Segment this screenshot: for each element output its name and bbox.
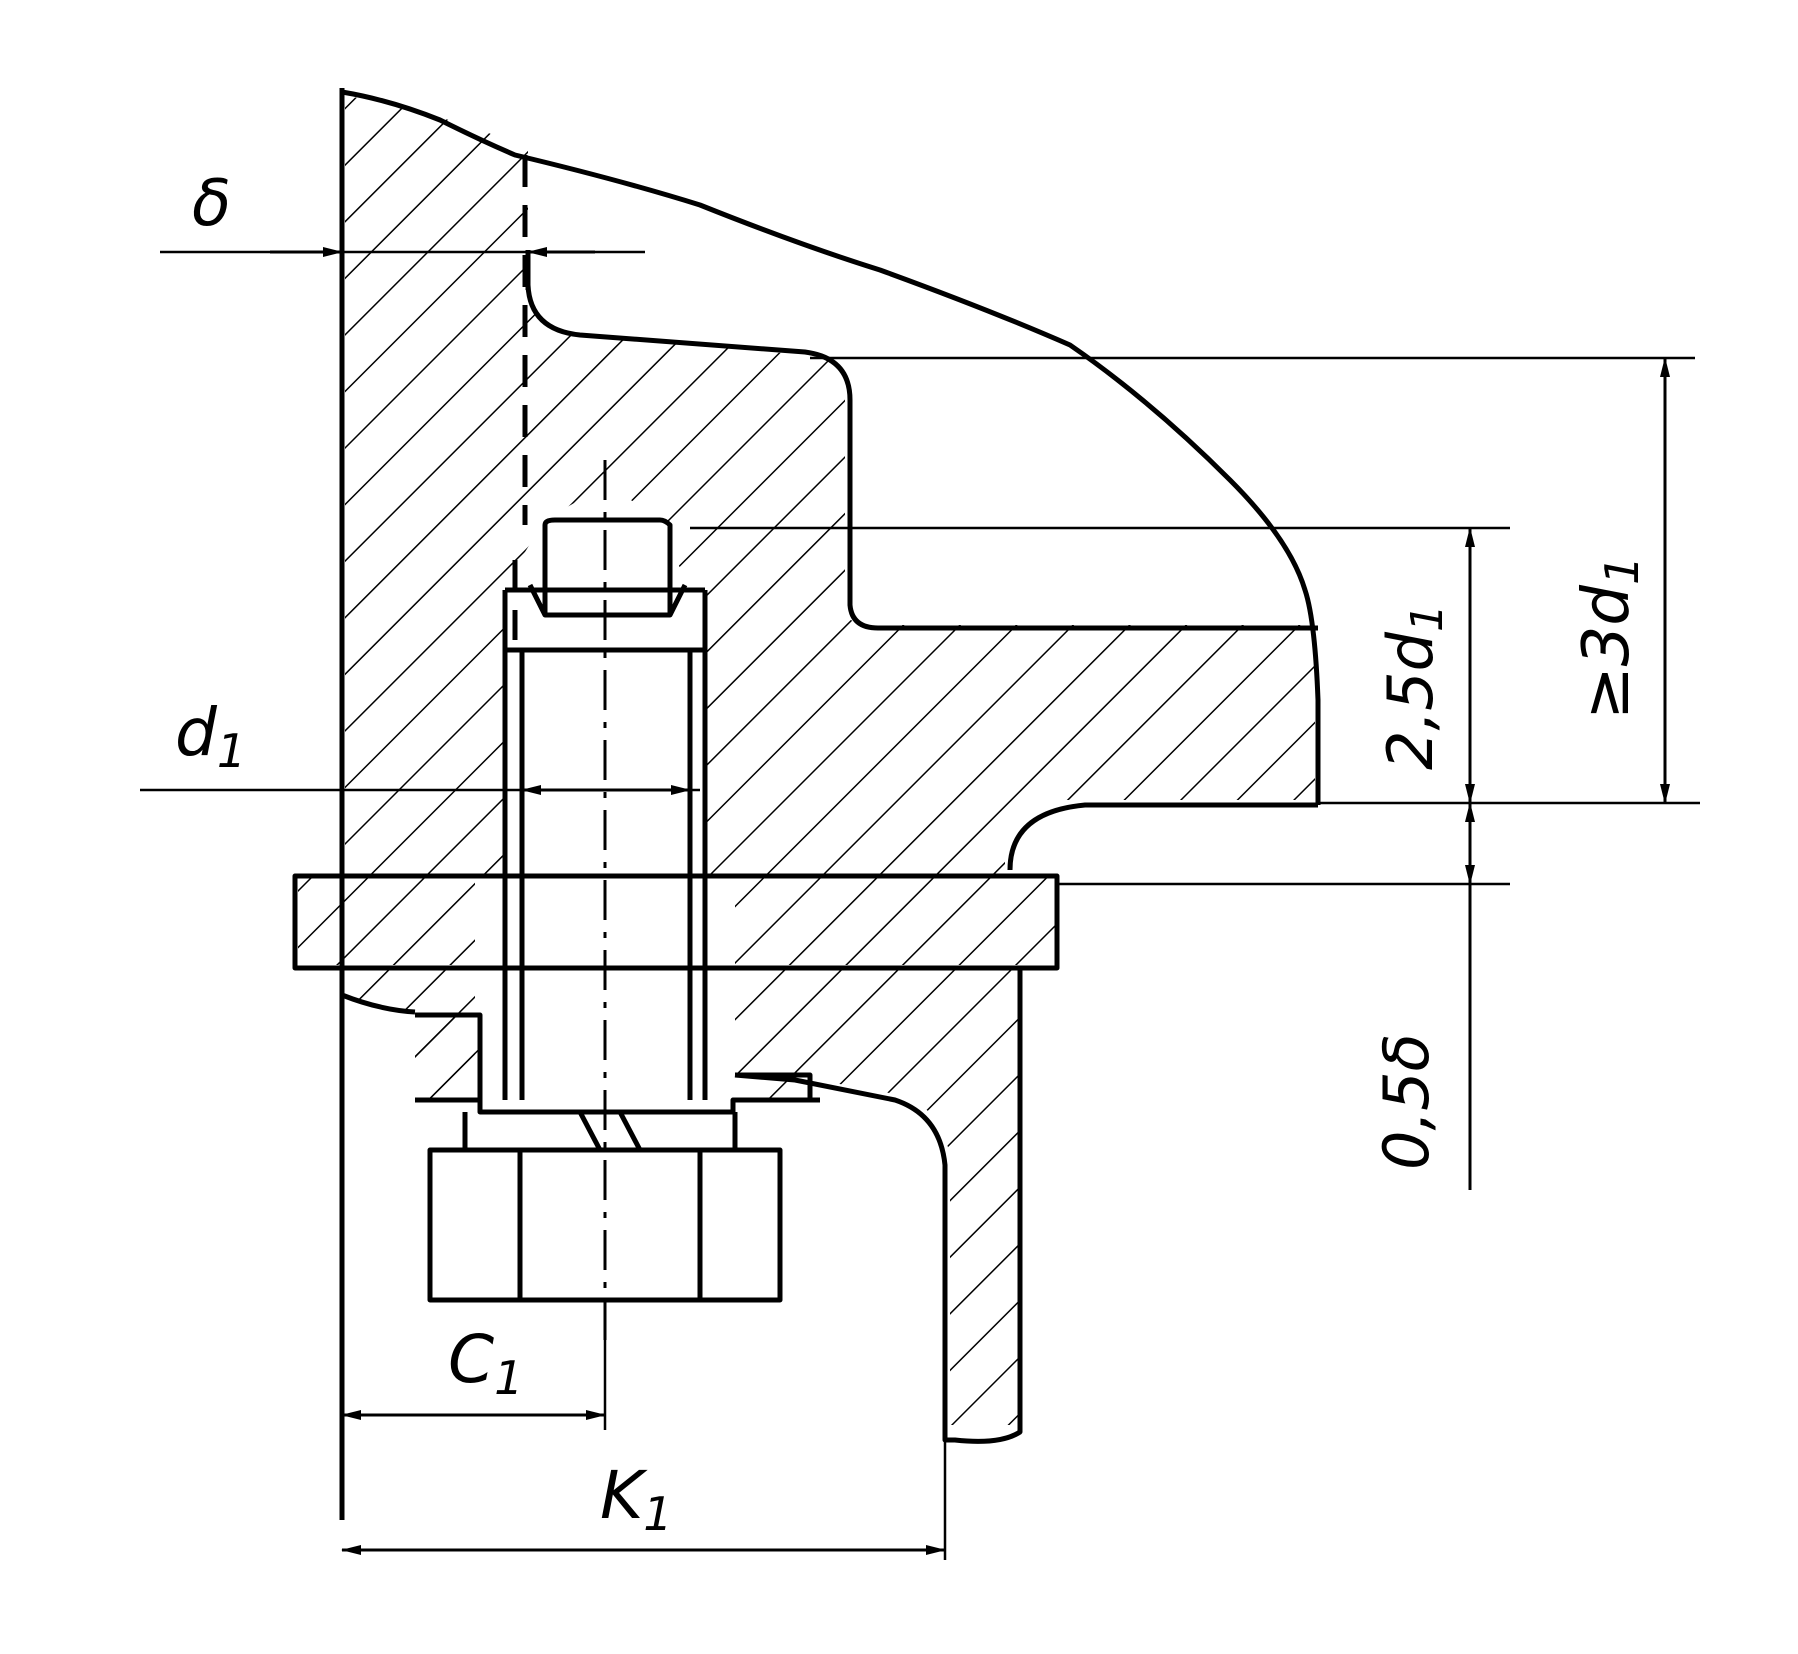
label-2-5d1-sub: 1 — [1402, 604, 1453, 632]
label-delta: δ — [192, 167, 231, 241]
label-k1: K1 — [600, 1457, 673, 1541]
gasket-outline — [292, 873, 1060, 971]
nut-hatch — [415, 1015, 810, 1100]
nut-outline — [415, 1097, 820, 1153]
nut-chamfer — [577, 1110, 643, 1152]
dimension-labels: δ d1 C1 K1 2,5d1 ≥3d1 0,5δ — [175, 167, 1649, 1541]
dimension-lines — [270, 247, 1670, 1555]
housing-top-contour — [341, 89, 1321, 805]
upper-flange-contour — [525, 284, 1318, 631]
label-d1-main: d — [175, 694, 218, 771]
label-c1: C1 — [448, 1321, 523, 1405]
stud-body-outline — [505, 647, 705, 1100]
outlines — [292, 88, 1321, 1520]
label-3d1-main: ≥3d — [1570, 585, 1644, 720]
label-k1-main: K — [600, 1457, 648, 1534]
hatched-sections — [298, 95, 1315, 1425]
label-2-5d1: 2,5d1 — [1374, 604, 1453, 770]
hidden-lines — [512, 155, 528, 640]
label-k1-sub: 1 — [643, 1487, 672, 1541]
label-d1-sub: 1 — [217, 724, 246, 778]
stud-end-outline — [527, 517, 688, 618]
label-d1: d1 — [175, 694, 246, 778]
label-3d1-sub: 1 — [1595, 556, 1649, 585]
label-2-5d1-main: 2,5d — [1374, 631, 1447, 770]
label-3d1: ≥3d1 — [1570, 556, 1649, 720]
label-c1-main: C — [448, 1321, 494, 1398]
label-c1-sub: 1 — [494, 1351, 523, 1405]
lower-rib-contour — [1007, 802, 1318, 871]
cover-flange-outline — [341, 968, 1023, 1444]
housing-wall-section — [345, 95, 1315, 875]
label-0-5delta: 0,5δ — [1370, 1033, 1443, 1170]
cover-flange-section — [345, 968, 1020, 1425]
gasket-section — [298, 876, 1055, 965]
